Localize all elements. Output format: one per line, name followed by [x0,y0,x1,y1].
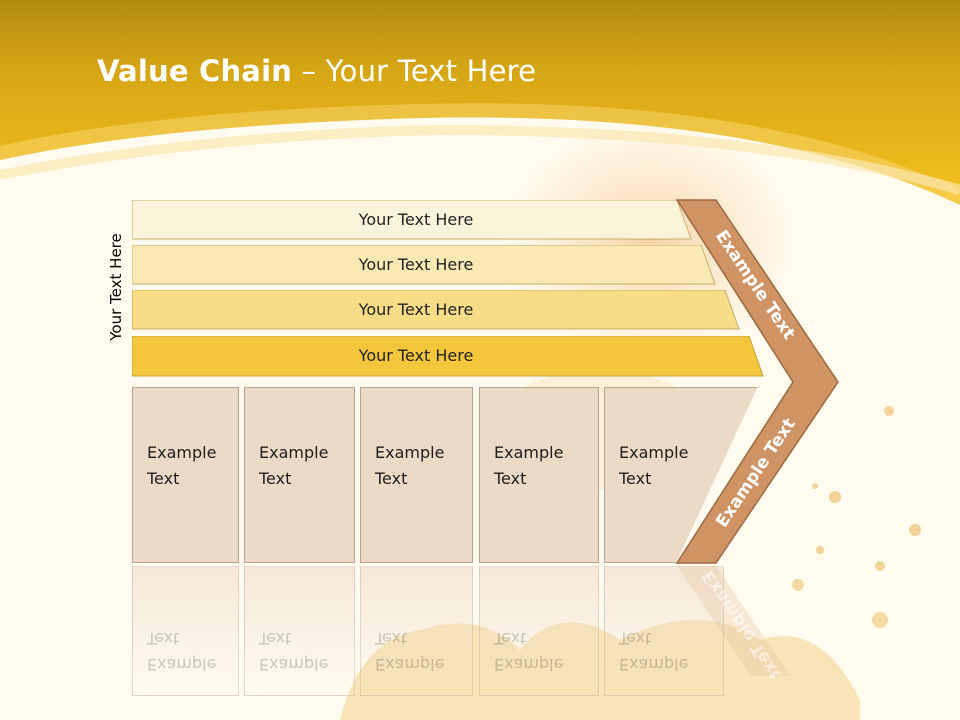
column-reflection: Example Text [479,566,599,696]
column-reflection: Example Text [132,566,239,696]
band-label: Your Text Here [358,210,474,229]
column-reflection: Example Text [360,566,473,696]
primary-column-4: Example Text [479,387,599,563]
primary-column-1: Example Text [132,387,239,563]
band-label: Your Text Here [358,346,474,365]
title-bold: Value Chain [97,54,293,88]
column-reflection: Example Text [244,566,355,696]
band-label: Your Text Here [358,255,474,274]
column-reflection: Example Text [604,566,724,696]
page-title: Value Chain – Your Text Here [97,54,536,88]
primary-column-2: Example Text [244,387,355,563]
header-band [0,0,960,205]
band-label: Your Text Here [358,300,474,319]
column-label: Example Text [494,443,564,488]
primary-column-3: Example Text [360,387,473,563]
column-label: Example Text [375,443,445,488]
column-label: Example Text [259,443,329,488]
column-label: Example Text [147,443,217,488]
title-rest: – Your Text Here [292,54,537,88]
column-label: Example Text [619,443,689,488]
